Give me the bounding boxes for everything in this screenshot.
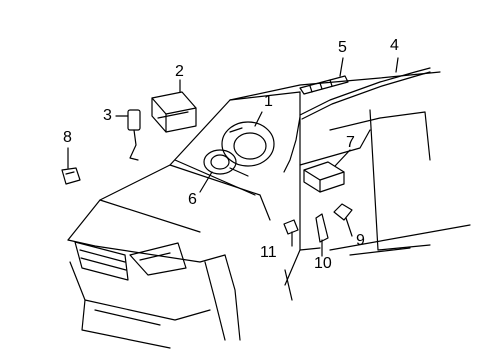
callout-5: 5 [338,39,347,56]
steering-airbag [221,111,275,167]
front-sensor-bracket [61,147,81,185]
pillar-sensor [315,213,329,257]
callout-2: 2 [175,63,184,80]
callout-1: 1 [264,93,273,110]
callout-9: 9 [356,232,365,249]
vehicle-body [67,71,471,349]
callout-11: 11 [260,244,277,261]
door-connector [283,219,299,247]
callout-6: 6 [188,191,197,208]
center-airbag-sensor [303,149,351,193]
callout-4: 4 [390,37,399,54]
callout-7: 7 [346,134,355,151]
curtain-airbag [283,57,431,173]
spiral-cable [199,149,249,193]
side-sensor [115,109,141,161]
callout-3: 3 [103,107,112,124]
rear-side-sensor [333,203,353,237]
callout-8: 8 [63,129,72,146]
passenger-airbag-module [151,79,197,133]
roof-side-airbag [299,57,349,95]
callout-10: 10 [314,255,332,272]
